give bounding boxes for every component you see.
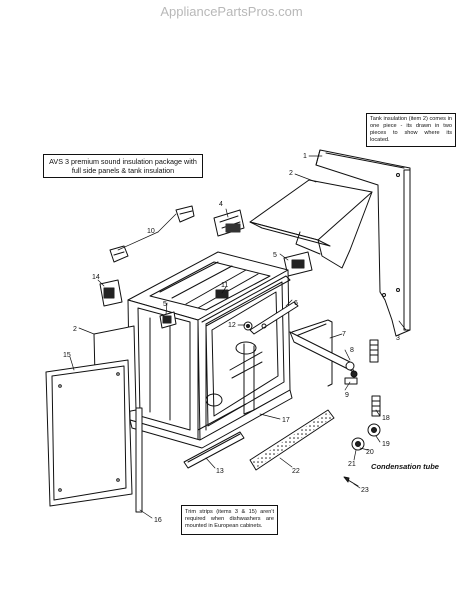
callout-4: 4 (219, 201, 223, 208)
part-5-bracket-upper (283, 251, 313, 277)
callout-12: 12 (228, 322, 236, 329)
callout-6: 6 (294, 300, 298, 307)
callout-9: 9 (345, 392, 349, 399)
part-22-kickplate (249, 409, 335, 471)
callout-labels: 1 2 3 4 10 5 14 11 5 6 12 2 7 8 15 9 18 … (63, 153, 400, 524)
dishwasher-tub (127, 251, 293, 449)
part-6-rail (249, 301, 299, 335)
site-watermark: AppliancePartsPros.com (160, 4, 303, 19)
note-trim-strips: Trim strips (items 3 & 15) aren't requir… (181, 505, 278, 535)
callout-14: 14 (92, 274, 100, 281)
part-10-brackets (109, 205, 195, 263)
callout-2-left: 2 (73, 326, 77, 333)
part-12-fitting (243, 321, 253, 331)
callout-2-top: 2 (289, 170, 293, 177)
callout-7: 7 (342, 331, 346, 338)
part-7-gasket (291, 319, 333, 387)
callout-23: 23 (361, 487, 369, 494)
label-condensation-tube: Condensation tube (371, 462, 439, 471)
callout-15: 15 (63, 352, 71, 359)
callout-5-top: 5 (273, 252, 277, 259)
callout-5-lower: 5 (163, 301, 167, 308)
leader-lines (69, 155, 407, 519)
callout-22: 22 (292, 468, 300, 475)
callout-1: 1 (303, 153, 307, 160)
part-5-bracket-lower (159, 311, 177, 329)
part-8-hose (289, 331, 358, 378)
part-16-trim-strip (135, 407, 143, 513)
note-avs-insulation: AVS 3 premium sound insulation package w… (43, 154, 203, 178)
part-9-clip (344, 377, 358, 385)
part-1-side-panel (315, 149, 411, 337)
part-2-tank-insulation-top (249, 179, 373, 269)
callout-3: 3 (396, 335, 400, 342)
callout-18: 18 (382, 415, 390, 422)
note-tank-insulation: Tank insulation (item 2) comes in one pi… (366, 113, 456, 147)
part-3-trim-strip (403, 169, 411, 331)
part-18-condensation-tube (369, 339, 381, 417)
callout-8: 8 (350, 347, 354, 354)
callout-16: 16 (154, 517, 162, 524)
part-13-rail (183, 431, 245, 469)
part-11-block (215, 289, 229, 299)
part-14-bracket (99, 279, 123, 307)
callout-13: 13 (216, 468, 224, 475)
callout-20: 20 (366, 449, 374, 456)
part-17-door-frame (197, 275, 291, 431)
part-4-clip (213, 209, 245, 237)
callout-11: 11 (221, 282, 228, 289)
part-23-screw (343, 476, 359, 487)
callout-17: 17 (282, 417, 290, 424)
callout-10: 10 (147, 228, 155, 235)
part-15-side-panel (45, 359, 133, 507)
callout-21: 21 (348, 461, 356, 468)
callout-19: 19 (382, 441, 390, 448)
part-19-20-21-fittings (351, 423, 381, 451)
